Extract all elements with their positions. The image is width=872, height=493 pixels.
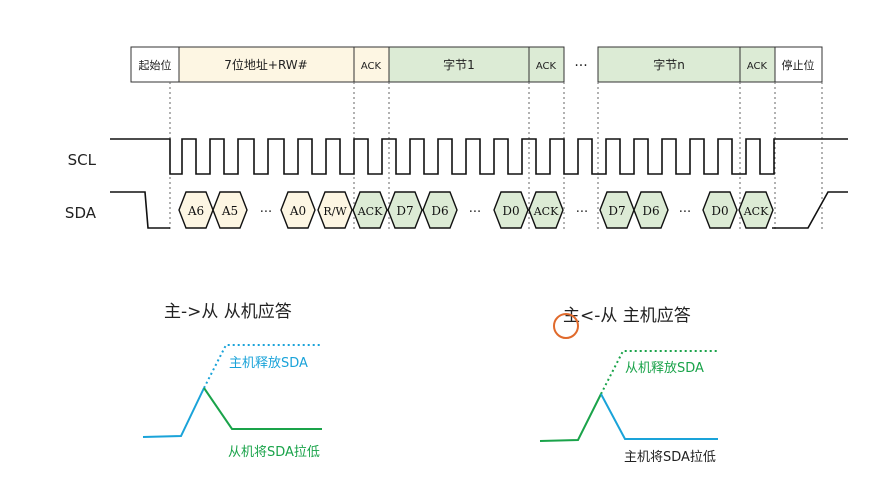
sda-bit-d7-1 <box>387 191 423 229</box>
ack-left-pull-low <box>203 387 322 430</box>
scl-label: SCL <box>68 151 97 169</box>
frame-field-ack-2 <box>528 46 565 83</box>
frame-field-start <box>130 46 180 83</box>
sda-bit-label-a5: A5 <box>221 204 238 218</box>
ack-left-title: 主->从 从机应答 <box>164 302 292 322</box>
sda-ellipses: ··· ··· ··· ··· <box>260 205 691 220</box>
sda-start-waveform <box>110 191 170 229</box>
ack-right-pull-low <box>600 393 718 440</box>
sda-stop-waveform <box>772 191 848 229</box>
frame-field-stop <box>774 46 823 83</box>
frame-label-stop: 停止位 <box>782 58 815 72</box>
frame-label-start: 起始位 <box>139 58 172 72</box>
sda-bit-label-d6-2: D6 <box>642 204 659 218</box>
sda-bit-label-d0-1: D0 <box>502 204 519 218</box>
sda-bit-label-ack2: ACK <box>533 205 559 218</box>
sda-bit-label-a6: A6 <box>187 204 204 218</box>
sda-bit-label-rw: R/W <box>323 205 347 218</box>
ack-left-high-wire <box>142 387 205 438</box>
sda-ellipsis-2: ··· <box>469 205 481 220</box>
ack-right-pull-label: 主机将SDA拉低 <box>624 450 716 465</box>
frame-label-ack-1: ACK <box>361 61 382 72</box>
frame-field-address <box>178 46 355 83</box>
frame-field-ack-1 <box>353 46 390 83</box>
ack-left-pull-label: 从机将SDA拉低 <box>228 445 320 460</box>
sda-bit-label-d7-1: D7 <box>396 204 413 218</box>
frame-label-ack-3: ACK <box>747 61 768 72</box>
sda-bit-a5 <box>212 191 248 229</box>
frame-field-ack-3 <box>739 46 776 83</box>
sda-ellipsis-3: ··· <box>576 205 588 220</box>
frame-labels: 起始位 7位地址+RW# ACK 字节1 ACK 字节n ACK 停止位 ··· <box>139 57 815 74</box>
ack-right-title: 主<-从 主机应答 <box>563 306 691 326</box>
ack-left-release-label: 主机释放SDA <box>229 356 308 371</box>
sda-bit-ack3 <box>738 191 774 229</box>
cursor-indicator <box>553 313 579 339</box>
sda-bit-rw <box>317 191 353 229</box>
frame-label-byte-1: 字节1 <box>443 57 475 72</box>
sda-bit-ack2 <box>528 191 564 229</box>
sda-bit-label-ack1: ACK <box>357 205 383 218</box>
sda-bit-cells: A6 A5 A0 R/W ACK D7 D6 D0 ACK D7 D6 D0 ACK <box>178 191 774 229</box>
frame-field-byte-n <box>597 46 741 83</box>
sda-bit-d0-2 <box>702 191 738 229</box>
sda-bit-ack1 <box>352 191 388 229</box>
sda-ellipsis-1: ··· <box>260 205 272 220</box>
sda-bit-label-d0-2: D0 <box>711 204 728 218</box>
ack-right-release-dotted <box>600 350 718 395</box>
sda-bit-d0-1 <box>493 191 529 229</box>
frame-bar <box>130 46 823 83</box>
sda-bit-d6-1 <box>422 191 458 229</box>
sda-bit-label-ack3: ACK <box>743 205 769 218</box>
sda-label: SDA <box>65 204 97 222</box>
sda-bit-a0 <box>280 191 316 229</box>
frame-label-address: 7位地址+RW# <box>224 57 307 72</box>
frame-gap-ellipsis: ··· <box>574 58 587 74</box>
ack-panel-slave-to-master: 主<-从 主机应答 从机释放SDA 主机将SDA拉低 <box>539 306 718 465</box>
sda-ellipsis-4: ··· <box>679 205 691 220</box>
sda-bit-label-d7-2: D7 <box>608 204 625 218</box>
scl-waveform <box>110 138 848 175</box>
ack-left-release-dotted <box>203 344 321 389</box>
ack-right-release-label: 从机释放SDA <box>625 361 704 376</box>
sda-bit-d6-2 <box>633 191 669 229</box>
ack-panel-master-to-slave: 主->从 从机应答 主机释放SDA 从机将SDA拉低 <box>142 302 322 460</box>
sda-bit-label-d6-1: D6 <box>431 204 448 218</box>
sda-bit-label-a0: A0 <box>289 204 306 218</box>
frame-label-byte-n: 字节n <box>653 57 685 72</box>
ack-right-high-wire <box>539 393 602 442</box>
frame-label-ack-2: ACK <box>536 61 557 72</box>
